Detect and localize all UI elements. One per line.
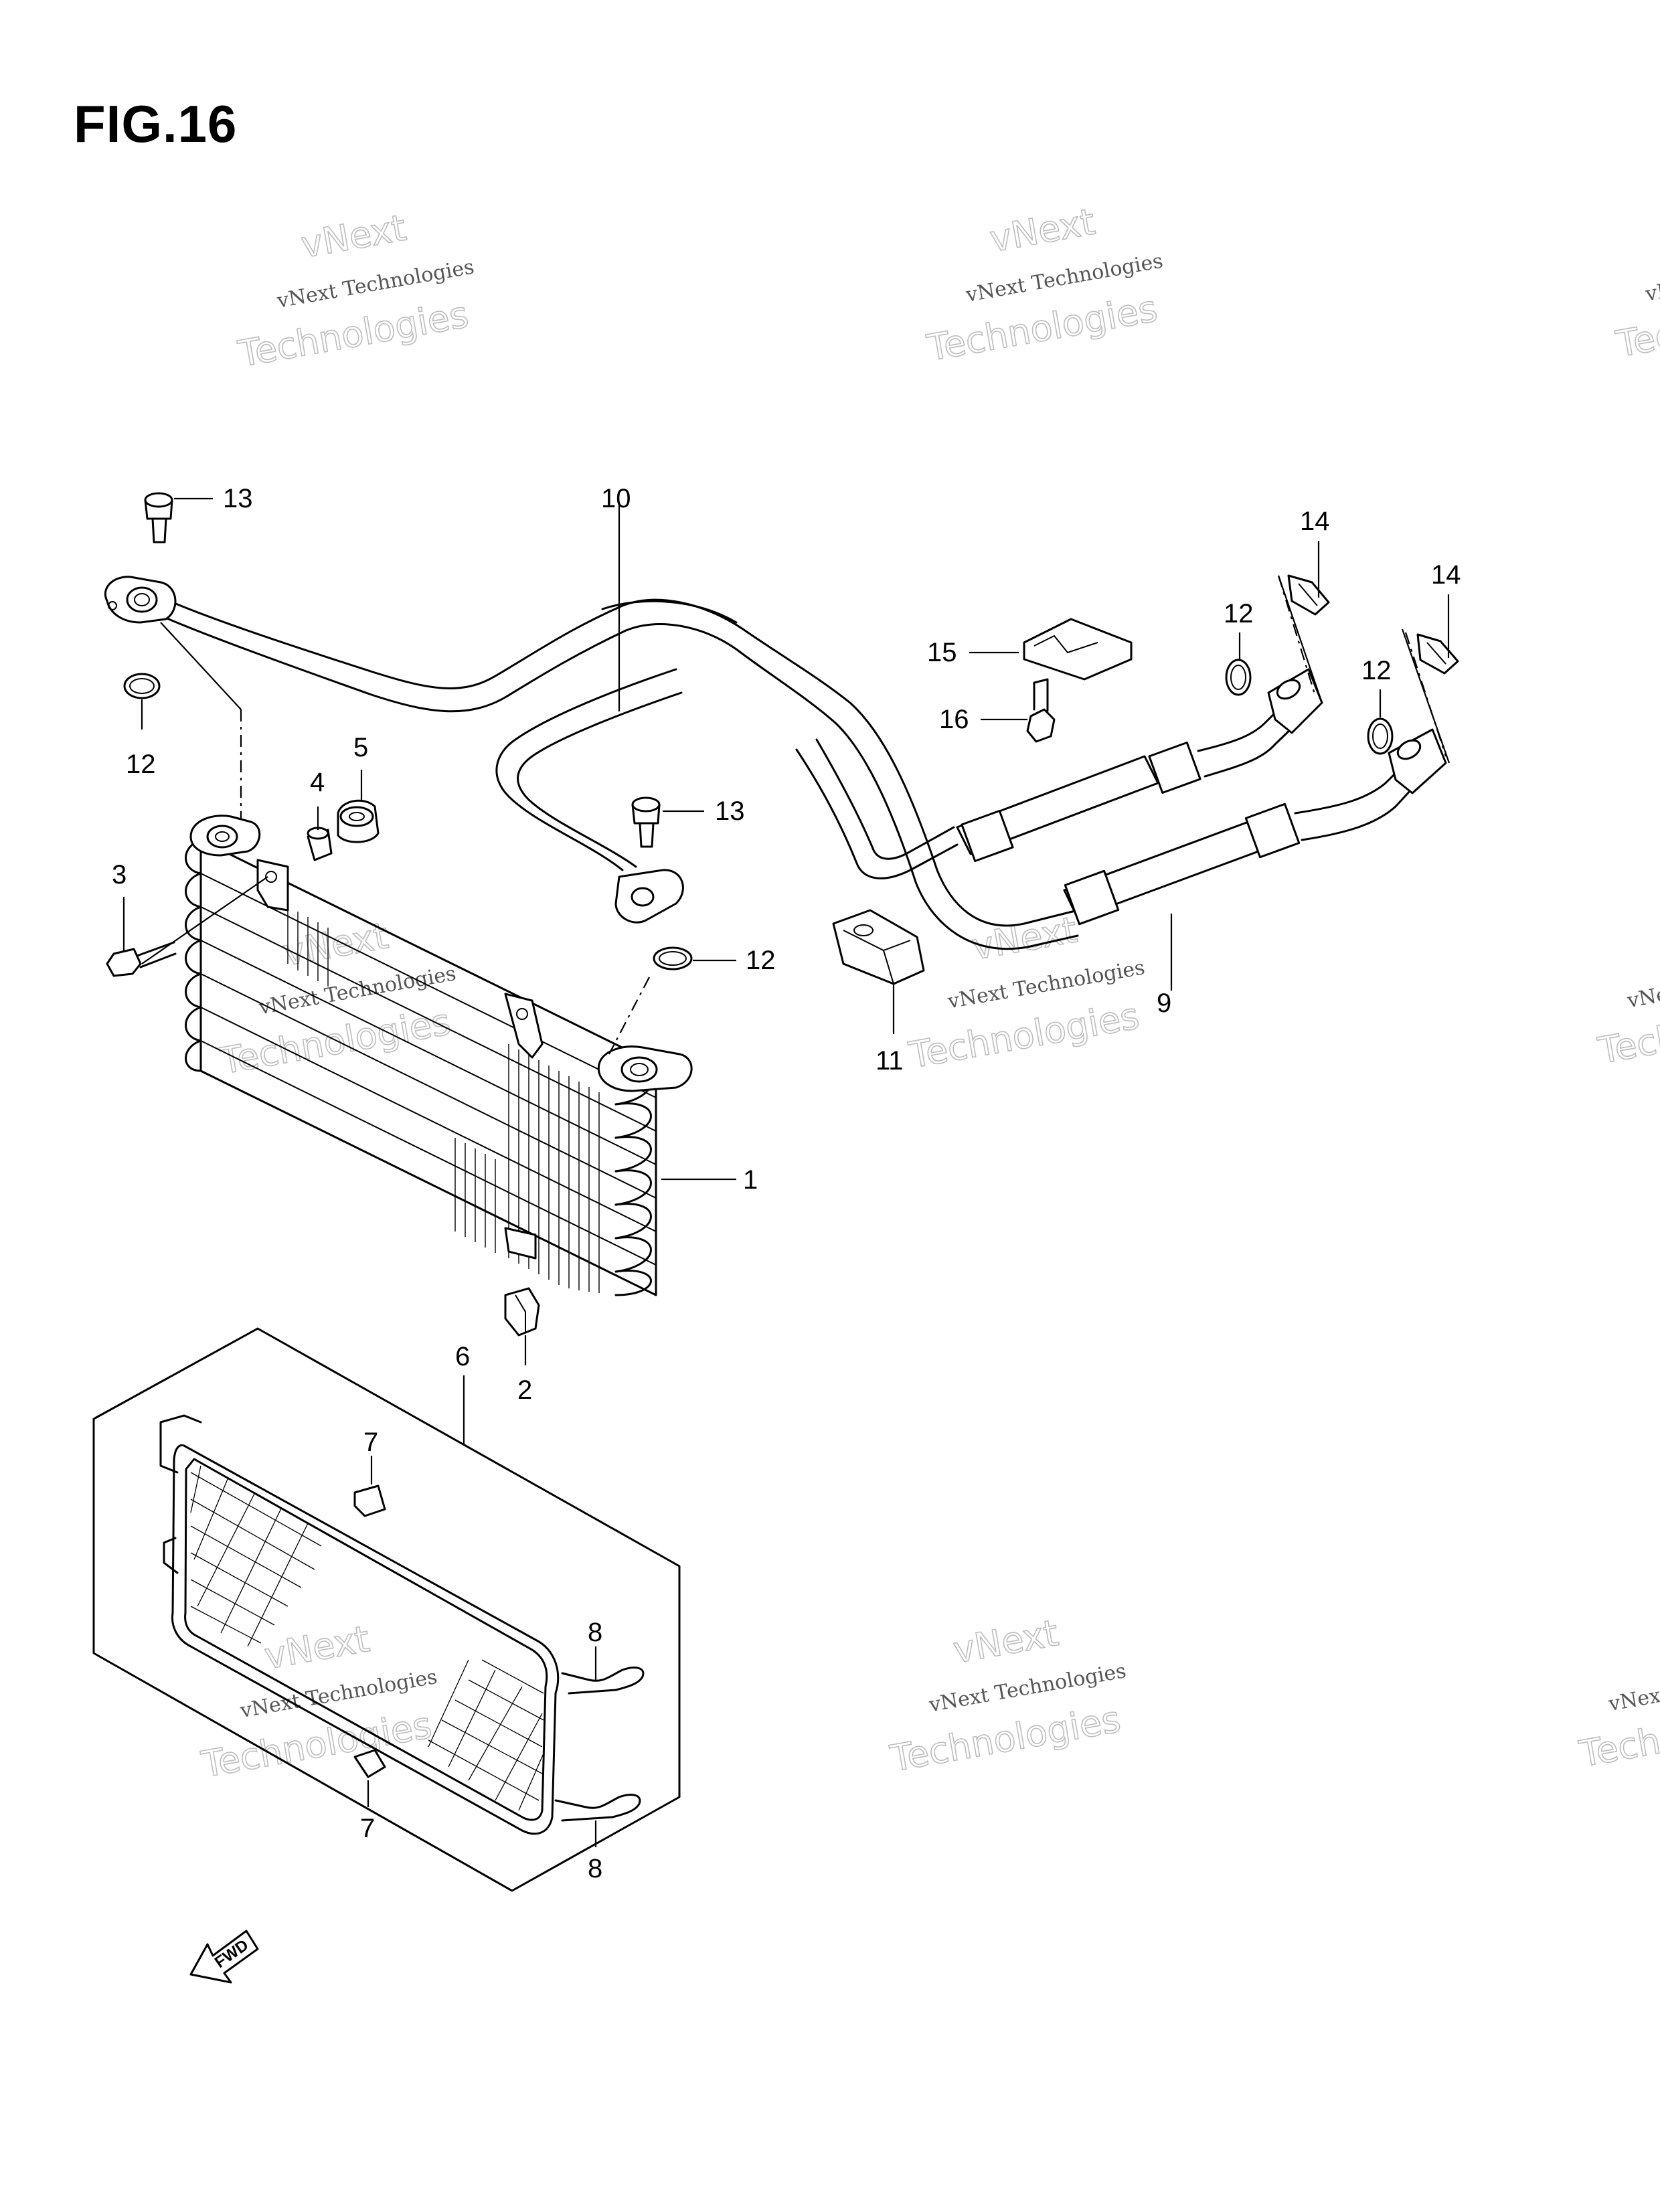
- callout-11: 11: [876, 1046, 904, 1076]
- callout-2: 2: [517, 1375, 532, 1405]
- watermark-2: vNext vNext Technologies Technologies: [923, 200, 1165, 370]
- cooler-right-tank: [614, 1069, 652, 1296]
- oil-pipe-10: [104, 576, 1079, 950]
- watermark-text-big-b: Technologies: [235, 293, 472, 375]
- callout-12-d: 12: [746, 946, 776, 975]
- watermark-6: vNext vNext Technologies Technologies: [886, 1611, 1128, 1780]
- guard-mesh: [190, 1465, 544, 1811]
- watermark-text-big-b: Technologies: [217, 1001, 454, 1082]
- watermark-text-small: vNext Technologies: [1625, 955, 1660, 1013]
- callout-12-c: 12: [126, 750, 156, 779]
- cooler-guard-6: [92, 1327, 681, 1892]
- figure-title: FIG.16: [74, 94, 238, 153]
- oil-hose-9: [956, 668, 1447, 926]
- callout-14-a: 14: [1300, 507, 1330, 536]
- callout-16: 16: [939, 705, 969, 734]
- watermark-text-small: vNext Technologies: [1606, 1658, 1660, 1716]
- bolt-3: [106, 941, 177, 977]
- bolt-14-b: [1416, 633, 1459, 675]
- cooler-bracket-middle: [504, 993, 544, 1059]
- bolt-13-b: [631, 796, 661, 848]
- callout-numbers: 13 10 14 14 12 12 15 16 12 4 5 13 3 12 9…: [112, 484, 1461, 1883]
- watermark-edge-2: vNext Technologies Technologies: [1594, 955, 1660, 1073]
- mount-11: [832, 909, 925, 985]
- clamp-15: [1023, 618, 1133, 681]
- leader-lines: [122, 497, 1450, 1847]
- fwd-arrow-icon: FWD: [189, 1930, 259, 1984]
- callout-5: 5: [353, 733, 368, 762]
- cooler-bracket-left: [256, 859, 289, 912]
- oil-cooler-1: [185, 815, 693, 1296]
- o-ring-12-c: [1225, 659, 1252, 696]
- callout-9: 9: [1157, 989, 1171, 1018]
- cooler-left-tank: [185, 839, 202, 1072]
- watermark-edge-3: vNext Technologies Technologies: [1576, 1658, 1660, 1776]
- o-ring-12-b: [653, 946, 693, 970]
- callout-1: 1: [743, 1165, 758, 1195]
- watermark-group: vNext vNext Technologies Technologies vN…: [197, 200, 1660, 1786]
- watermark-text-big-a: vNext: [987, 201, 1098, 260]
- callout-8-b: 8: [588, 1854, 602, 1883]
- o-ring-12-d: [1367, 717, 1394, 755]
- callout-15: 15: [927, 638, 957, 667]
- bolt-16: [1026, 678, 1056, 743]
- watermark-1: vNext vNext Technologies Technologies: [234, 206, 476, 376]
- cushion-7-upper: [353, 1484, 386, 1517]
- watermark-text-big-b: Technologies: [887, 1698, 1124, 1780]
- watermark-text-small: vNext Technologies: [1643, 248, 1660, 306]
- callout-12-a: 12: [1224, 599, 1254, 628]
- callout-7-b: 7: [360, 1814, 375, 1843]
- watermark-text-big-a: vNext: [261, 1618, 372, 1677]
- watermark-text-big-a: vNext: [950, 1612, 1061, 1671]
- watermark-text-big-b: Technologies: [924, 287, 1161, 369]
- callout-6: 6: [455, 1342, 470, 1371]
- grommet-5: [337, 799, 380, 843]
- o-ring-12-a: [123, 673, 161, 699]
- callout-3: 3: [112, 860, 127, 889]
- watermark-edge-1: vNext Technologies Technologies: [1612, 248, 1660, 366]
- clip-2: [504, 1287, 540, 1337]
- bolt-14-a: [1287, 574, 1330, 616]
- cooler-shading: [287, 907, 600, 1293]
- callout-12-b: 12: [1361, 656, 1392, 685]
- cooler-bracket-bottom: [504, 1227, 537, 1260]
- watermark-5: vNext vNext Technologies Technologies: [197, 1617, 439, 1786]
- callout-4: 4: [310, 768, 325, 797]
- hose-banjo-lower: [1388, 728, 1447, 794]
- cushion-7-lower: [353, 1749, 386, 1778]
- callout-13-b: 13: [715, 796, 745, 826]
- watermark-text-big-a: vNext: [280, 914, 391, 974]
- collar-4: [307, 827, 333, 861]
- callout-10: 10: [601, 484, 631, 513]
- watermark-text-big-b: Technologies: [906, 995, 1143, 1076]
- bolt-13-a: [144, 492, 173, 543]
- watermark-text-big-a: vNext: [298, 206, 409, 266]
- cooler-fins: [200, 873, 657, 1266]
- callout-13-a: 13: [223, 484, 253, 513]
- callout-14-b: 14: [1431, 560, 1461, 590]
- callout-7-a: 7: [363, 1428, 378, 1457]
- callout-8-a: 8: [588, 1618, 602, 1647]
